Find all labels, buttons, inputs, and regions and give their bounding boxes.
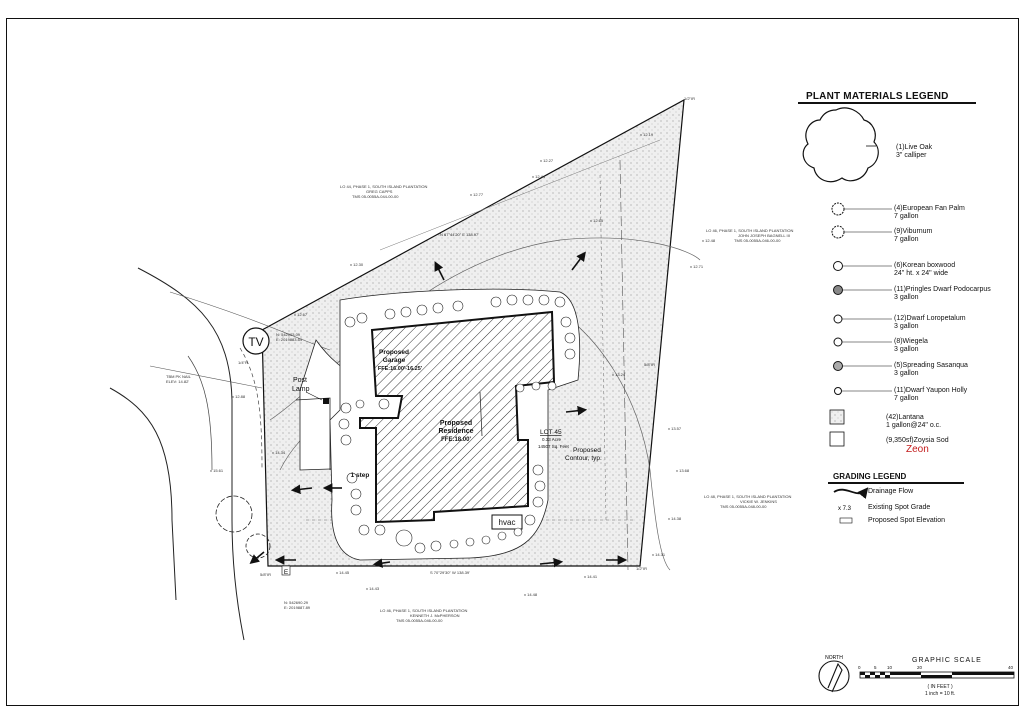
garage-label-1: Proposed: [379, 349, 409, 356]
lot-acreage: 0.33 Acre: [542, 437, 562, 442]
svg-text:x 14.45: x 14.45: [336, 570, 350, 575]
svg-text:1/4"R: 1/4"R: [238, 360, 248, 365]
shrub-row: [338, 294, 576, 554]
legend-item-zoysia-sod: (9,350sf)Zoysia Sod: [886, 437, 949, 444]
plant-legend-title: PLANT MATERIALS LEGEND: [806, 91, 949, 102]
svg-text:x 12.44: x 12.44: [532, 174, 546, 179]
svg-text:x 12.30: x 12.30: [350, 262, 364, 267]
lot-number: LOT 45: [540, 429, 562, 436]
svg-text:LO 44, PHASE 1, SOUTH ISLAND P: LO 44, PHASE 1, SOUTH ISLAND PLANTATION: [340, 184, 428, 189]
e-marker: [281, 565, 291, 576]
svg-text:TMS 05-0055A-044-00-00: TMS 05-0055A-044-00-00: [352, 194, 399, 199]
svg-text:x 15.61: x 15.61: [210, 468, 224, 473]
svg-text:x 13.57: x 13.57: [668, 426, 682, 431]
svg-text:x 14.31: x 14.31: [652, 552, 666, 557]
svg-text:x 14.41: x 14.41: [584, 574, 598, 579]
contour-label-1: Proposed: [573, 447, 601, 454]
tv-marker: [242, 327, 270, 355]
residence-label-2: Residence: [438, 428, 473, 435]
grading-legend-title: GRADING LEGEND: [833, 472, 907, 481]
svg-text:LO 48, PHASE 1, SOUTH ISLAND P: LO 48, PHASE 1, SOUTH ISLAND PLANTATION: [704, 494, 792, 499]
svg-text:x 14.38: x 14.38: [668, 516, 682, 521]
svg-text:TMS 05-0055A-048-00-00: TMS 05-0055A-048-00-00: [720, 504, 767, 509]
grading-item-drainage: Drainage Flow: [868, 488, 914, 495]
svg-text:LO 46, PHASE 1, SOUTH ISLAND P: LO 46, PHASE 1, SOUTH ISLAND PLANTATION: [706, 228, 794, 233]
svg-text:x 12.67: x 12.67: [294, 312, 308, 317]
svg-text:GREG CAPPS: GREG CAPPS: [366, 189, 393, 194]
svg-text:N: 542690.29: N: 542690.29: [284, 600, 309, 605]
scale-note: ( IN FEET ) 1 inch = 10 ft.: [925, 684, 955, 698]
svg-text:x 14.43: x 14.43: [366, 586, 380, 591]
svg-text:x 12.48: x 12.48: [702, 238, 716, 243]
post-lamp-label-1: Post: [293, 377, 307, 384]
grading-title-rule: [828, 482, 964, 484]
svg-text:5/8"IR: 5/8"IR: [260, 572, 271, 577]
svg-text:1/2"IR: 1/2"IR: [636, 566, 647, 571]
post-lamp-icon: [323, 398, 329, 404]
road-curve: [137, 267, 245, 641]
svg-text:x 13.24: x 13.24: [612, 372, 626, 377]
hvac-label: hvac: [499, 518, 516, 527]
residence-footprint: [359, 310, 556, 524]
drainage-arrows: [249, 251, 628, 568]
contour-label-2: Contour, typ.: [565, 455, 602, 462]
scale-ratio: 1 inch = 10 ft.: [925, 691, 956, 697]
drawing-border: [6, 18, 1019, 706]
svg-text:E: 2019887.89: E: 2019887.89: [284, 605, 311, 610]
svg-text:1/2"IR: 1/2"IR: [684, 96, 695, 101]
svg-text:N: 542003.09: N: 542003.09: [276, 332, 301, 337]
spot-grade: x 12.27: [540, 158, 554, 163]
svg-text:ELEV: 14.82': ELEV: 14.82': [166, 379, 189, 384]
step-label: 1 step: [351, 472, 370, 479]
svg-text:TBM PK NAIL: TBM PK NAIL: [166, 374, 192, 379]
zeon-note: Zeon: [906, 444, 929, 455]
svg-text:x 12.71: x 12.71: [690, 264, 704, 269]
tree-canopy: [215, 495, 253, 533]
svg-text:x 13.68: x 13.68: [676, 468, 690, 473]
svg-text:TMS 05-0055A-046-00-00: TMS 05-0055A-046-00-00: [396, 618, 443, 623]
svg-text:x 14.48: x 14.48: [524, 592, 538, 597]
garage-ffe: FFE:16.00'-16.25': [378, 366, 423, 372]
svg-text:x 12.77: x 12.77: [470, 192, 484, 197]
lot-area: 14507 Sq. Feet: [538, 444, 570, 449]
svg-text:VICKIE W. JENKINS: VICKIE W. JENKINS: [740, 499, 777, 504]
svg-text:E: 2019883.54: E: 2019883.54: [276, 337, 303, 342]
svg-text:JOHN JOSEPH BAGNELL III: JOHN JOSEPH BAGNELL III: [738, 233, 790, 238]
tv-label: TV: [248, 335, 263, 349]
legend-title-rule: [798, 102, 976, 104]
e-marker-label: E: [284, 569, 289, 576]
residence-label-1: Proposed: [440, 420, 472, 427]
svg-text:LO 46, PHASE 1, SOUTH ISLAND P: LO 46, PHASE 1, SOUTH ISLAND PLANTATION: [380, 608, 468, 613]
scale-unit: ( IN FEET ): [927, 684, 953, 690]
svg-text:S 70°29'30" W 138.39': S 70°29'30" W 138.39': [430, 570, 470, 575]
svg-text:5/8"IR: 5/8"IR: [644, 362, 655, 367]
svg-text:N 67°44'20" E 138.97': N 67°44'20" E 138.97': [440, 232, 479, 237]
graphic-scale-title: GRAPHIC SCALE: [912, 657, 982, 664]
garage-label-2: Garage: [383, 357, 406, 364]
svg-text:x 14.34: x 14.34: [272, 450, 286, 455]
svg-text:KENNETH J. McPHERSON: KENNETH J. McPHERSON: [410, 613, 460, 618]
svg-text:TMS 05-0055A-046-00-00: TMS 05-0055A-046-00-00: [734, 238, 781, 243]
residence-ffe: FFE:18.00': [441, 437, 471, 443]
grading-item-proposed-elev: Proposed Spot Elevation: [868, 517, 946, 524]
grading-item-existing-grade: Existing Spot Grade: [868, 504, 931, 511]
hvac-pad: [491, 514, 523, 530]
post-lamp-label-2: Lamp: [292, 386, 310, 393]
svg-text:x 12.65: x 12.65: [590, 218, 604, 223]
svg-text:x 12.19: x 12.19: [640, 132, 654, 137]
svg-text:x 12.88: x 12.88: [232, 394, 246, 399]
